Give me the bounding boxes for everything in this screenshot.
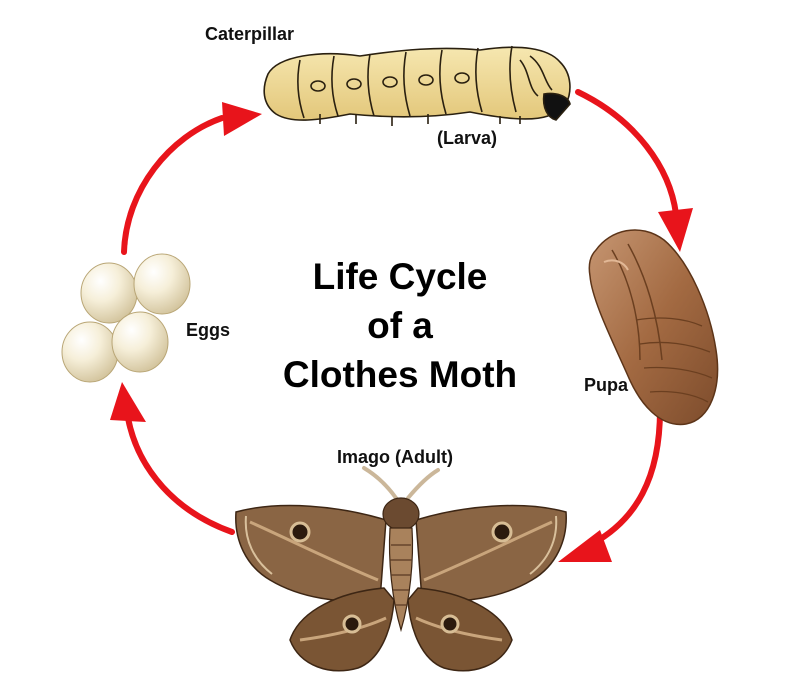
pupa-label: Pupa xyxy=(584,375,629,395)
larva-illustration xyxy=(263,45,571,126)
larva-label: (Larva) xyxy=(437,128,498,148)
pupa-illustration xyxy=(588,229,719,426)
arrow-moth-to-eggs xyxy=(110,382,235,535)
title-line-1: Life Cycle xyxy=(312,256,488,297)
moth-illustration xyxy=(235,466,567,672)
caterpillar-label: Caterpillar xyxy=(205,24,295,44)
eggs-label: Eggs xyxy=(186,320,231,340)
title-line-2: of a xyxy=(367,305,433,346)
eggs-illustration xyxy=(61,253,191,383)
imago-label: Imago (Adult) xyxy=(337,447,453,467)
arrow-eggs-to-larva xyxy=(121,102,262,255)
arrow-pupa-to-moth xyxy=(558,407,663,562)
title-line-3: Clothes Moth xyxy=(282,354,518,395)
diagram-title: Life Cycle of a Clothes Moth xyxy=(250,252,550,399)
arrow-larva-to-pupa xyxy=(575,89,693,252)
